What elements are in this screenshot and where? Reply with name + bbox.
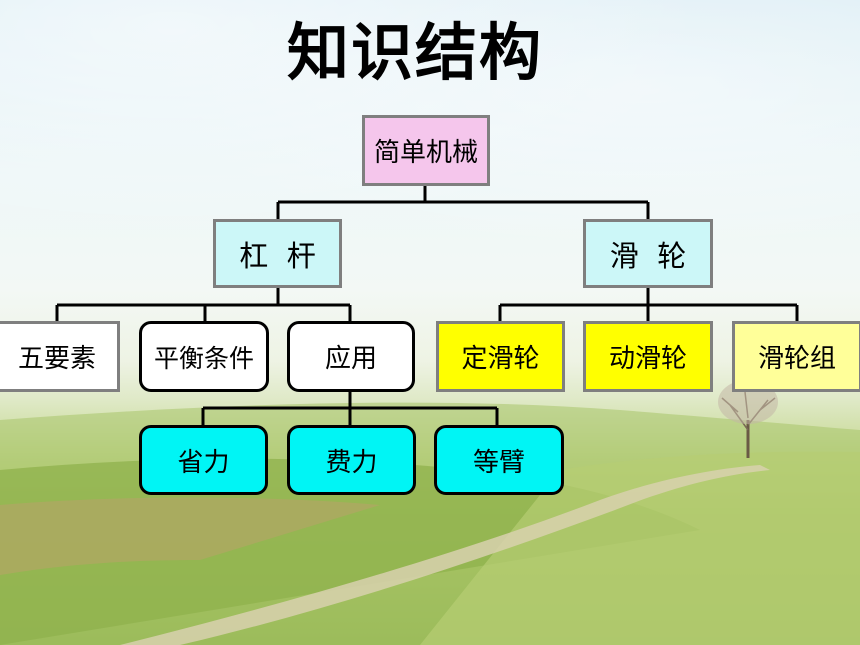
equal-arm-node: 等臂: [434, 425, 564, 495]
five-elements-label: 五要素: [17, 344, 96, 374]
five-elements-node: 五要素: [0, 321, 120, 392]
fixed-pulley-label: 定滑轮: [461, 344, 540, 374]
application-node: 应用: [287, 321, 415, 392]
force-costing-node: 费力: [287, 425, 416, 495]
force-saving-node: 省力: [139, 425, 268, 495]
pulley-block-label: 滑轮组: [757, 344, 836, 374]
application-label: 应用: [324, 344, 377, 374]
force-saving-label: 省力: [177, 447, 230, 478]
fixed-pulley-node: 定滑轮: [436, 321, 565, 392]
movable-pulley-label: 动滑轮: [608, 344, 687, 374]
root-node-label: 简单机械: [373, 138, 478, 168]
balance-condition-node: 平衡条件: [139, 321, 269, 392]
equal-arm-label: 等臂: [472, 447, 525, 478]
force-costing-label: 费力: [325, 447, 378, 478]
pulley-block-node: 滑轮组: [732, 321, 860, 392]
balance-condition-label: 平衡条件: [153, 343, 254, 373]
lever-node-label: 杠 杆: [239, 238, 316, 273]
root-node: 简单机械: [362, 115, 490, 186]
pulley-node: 滑 轮: [583, 219, 713, 288]
page-title: 知识结构: [286, 16, 543, 89]
lever-node: 杠 杆: [213, 219, 342, 288]
movable-pulley-node: 动滑轮: [583, 321, 713, 392]
pulley-node-label: 滑 轮: [609, 238, 687, 273]
